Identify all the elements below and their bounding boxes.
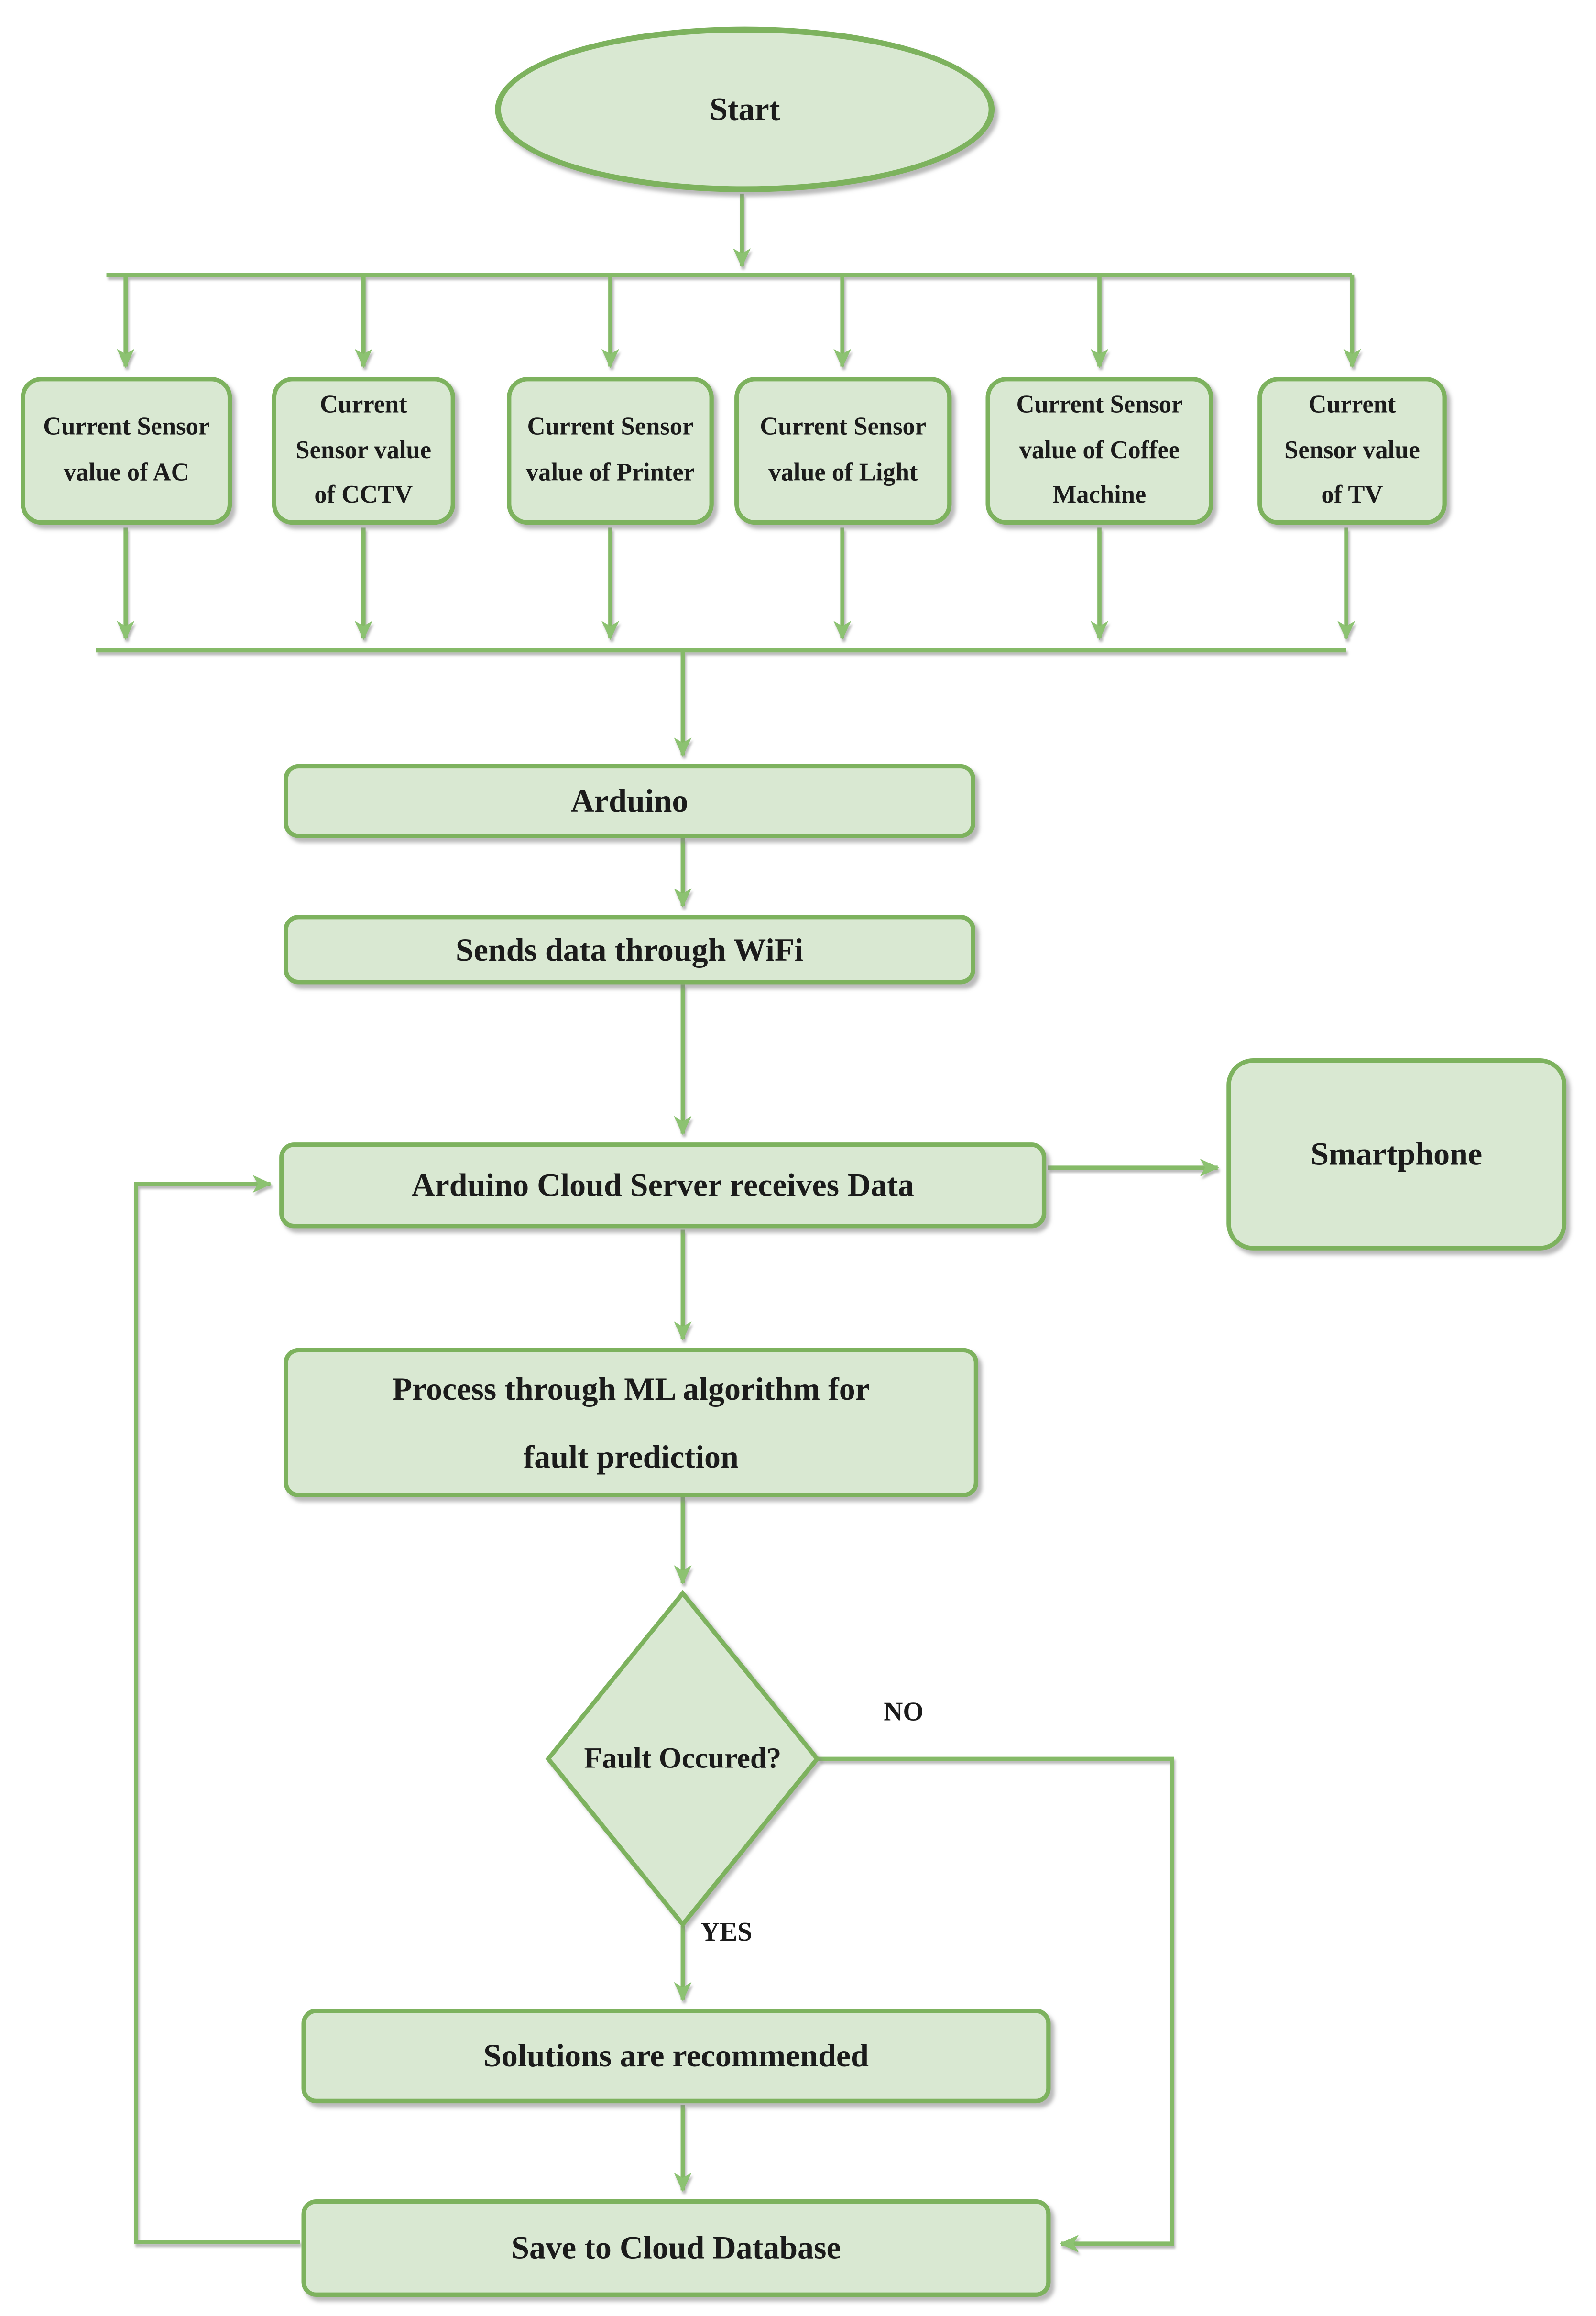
node-sensor-printer: Current Sensor value of Printer (507, 377, 714, 525)
node-smartphone: Smartphone (1226, 1058, 1567, 1251)
node-wifi: Sends data through WiFi (284, 915, 975, 985)
node-sensor-cctv-label: Current Sensor value of CCTV (295, 389, 432, 509)
node-decision-label-text: Fault Occured? (584, 1742, 782, 1775)
node-sensor-cctv: Current Sensor value of CCTV (272, 377, 455, 525)
node-smartphone-label: Smartphone (1311, 1135, 1483, 1172)
node-sensor-ac-label: Current Sensor value of AC (43, 412, 210, 486)
node-sensor-tv: Current Sensor value of TV (1257, 377, 1447, 525)
node-sensor-light-label: Current Sensor value of Light (760, 412, 927, 486)
decision-diamond-shape (545, 1590, 820, 1928)
node-solutions: Solutions are recommended (301, 2009, 1051, 2104)
node-sensor-tv-label: Current Sensor value of TV (1284, 389, 1420, 509)
node-start: Start (495, 26, 995, 192)
node-sensor-printer-label: Current Sensor value of Printer (525, 412, 695, 486)
node-solutions-label: Solutions are recommended (483, 2036, 869, 2074)
node-decision-label: Fault Occured? (565, 1641, 801, 1877)
edge-label-yes: YES (700, 1917, 753, 1947)
node-save-db: Save to Cloud Database (301, 2199, 1051, 2297)
node-ml-process: Process through ML algorithm for fault p… (284, 1348, 979, 1497)
edge-label-no: NO (884, 1697, 924, 1726)
node-save-db-label: Save to Cloud Database (511, 2228, 841, 2266)
node-sensor-ac: Current Sensor value of AC (21, 377, 232, 525)
arrow-no-path (819, 1756, 1174, 2253)
node-arduino: Arduino (284, 764, 975, 838)
node-cloud-server: Arduino Cloud Server receives Data (279, 1142, 1047, 1229)
node-sensor-coffee-label: Current Sensor value of Coffee Machine (1016, 389, 1183, 509)
node-ml-process-label: Process through ML algorithm for fault p… (392, 1371, 870, 1474)
node-sensor-light: Current Sensor value of Light (734, 377, 952, 525)
node-cloud-server-label: Arduino Cloud Server receives Data (411, 1166, 914, 1203)
node-wifi-label: Sends data through WiFi (455, 930, 804, 967)
node-start-label: Start (710, 90, 780, 127)
node-arduino-label: Arduino (570, 781, 689, 819)
arrow-loop-save-to-cloud (134, 1175, 300, 2244)
node-sensor-coffee: Current Sensor value of Coffee Machine (985, 377, 1213, 525)
